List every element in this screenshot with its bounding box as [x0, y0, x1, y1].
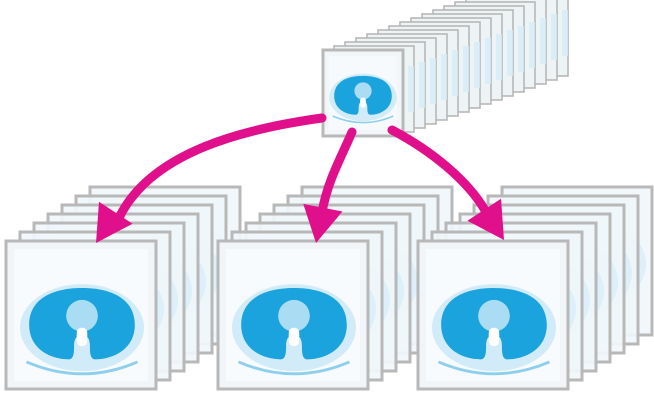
slice-glow: [540, 18, 546, 64]
slice-glow: [452, 50, 458, 96]
slice-glow: [496, 34, 502, 80]
slice-glow: [441, 54, 447, 100]
target-slice-stack-2: [216, 185, 454, 391]
source-slice-stack: [321, 0, 569, 138]
arrow-head-icon: [303, 203, 343, 243]
arrow-head-icon: [467, 198, 504, 240]
slice-glow: [474, 42, 480, 88]
arrow-shaft: [113, 113, 327, 225]
arrow-head-icon: [96, 201, 133, 243]
slice-glow: [529, 22, 535, 68]
target-slice-stack-3: [416, 185, 654, 391]
slice-glow: [430, 58, 436, 104]
slice-glow: [507, 30, 513, 76]
slice-glow: [463, 46, 469, 92]
slice-glow: [551, 14, 557, 60]
slice-glow: [485, 38, 491, 84]
distribution-arrows: [96, 113, 504, 243]
slice-glow: [419, 62, 425, 108]
slice-glow: [408, 66, 414, 112]
slice-glow: [518, 26, 524, 72]
arrow-shaft: [387, 125, 491, 217]
target-slice-stack-1: [4, 185, 242, 391]
arrow-shaft: [317, 127, 357, 217]
slice-glow: [562, 10, 568, 56]
